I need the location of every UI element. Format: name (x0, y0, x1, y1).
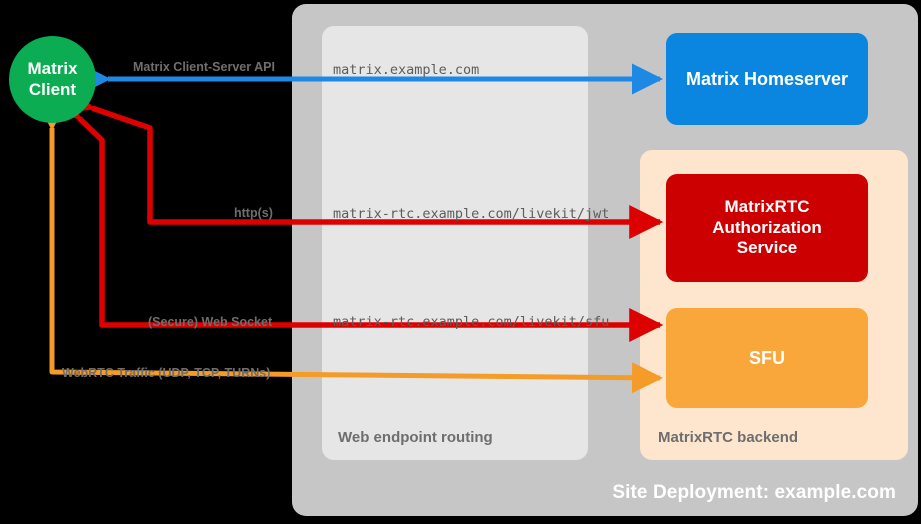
node-matrix-homeserver[interactable]: Matrix Homeserver (666, 33, 868, 125)
url-label-livekit-sfu: matrix-rtc.example.com/livekit/sfu (333, 314, 610, 330)
node-matrix-client[interactable]: Matrix Client (9, 36, 96, 123)
sfu-label: SFU (749, 347, 785, 368)
edge-label-http-s: http(s) (234, 206, 273, 220)
edge-label-secure-web-socket: (Secure) Web Socket (148, 315, 273, 329)
arrow-webrtc-traffic (36, 100, 663, 394)
node-sfu[interactable]: SFU (666, 308, 868, 408)
url-label-matrix-example-com: matrix.example.com (333, 62, 480, 78)
web-endpoint-routing-label: Web endpoint routing (338, 429, 493, 446)
auth-service-label-line3: Service (736, 238, 798, 258)
matrixrtc-backend-label: MatrixRTC backend (658, 429, 799, 446)
node-matrixrtc-authorization-service[interactable]: MatrixRTC Authorization Service (666, 174, 868, 282)
matrix-client-label-line2: Client (28, 79, 77, 99)
matrix-client-label-line1: Matrix (27, 59, 78, 79)
arrow-livekit-jwt (57, 81, 664, 240)
edge-label-webrtc-traffic: WebRTC Traffic (UDP, TCP, TURNs) (62, 366, 271, 380)
edge-label-client-server-api: Matrix Client-Server API (133, 60, 275, 74)
url-label-livekit-jwt: matrix-rtc.example.com/livekit/jwt (333, 206, 610, 222)
matrix-homeserver-label: Matrix Homeserver (685, 68, 849, 89)
site-deployment-label: Site Deployment: example.com (612, 482, 896, 503)
auth-service-label-line1: MatrixRTC (724, 196, 810, 216)
auth-service-label-line2: Authorization (712, 217, 822, 237)
